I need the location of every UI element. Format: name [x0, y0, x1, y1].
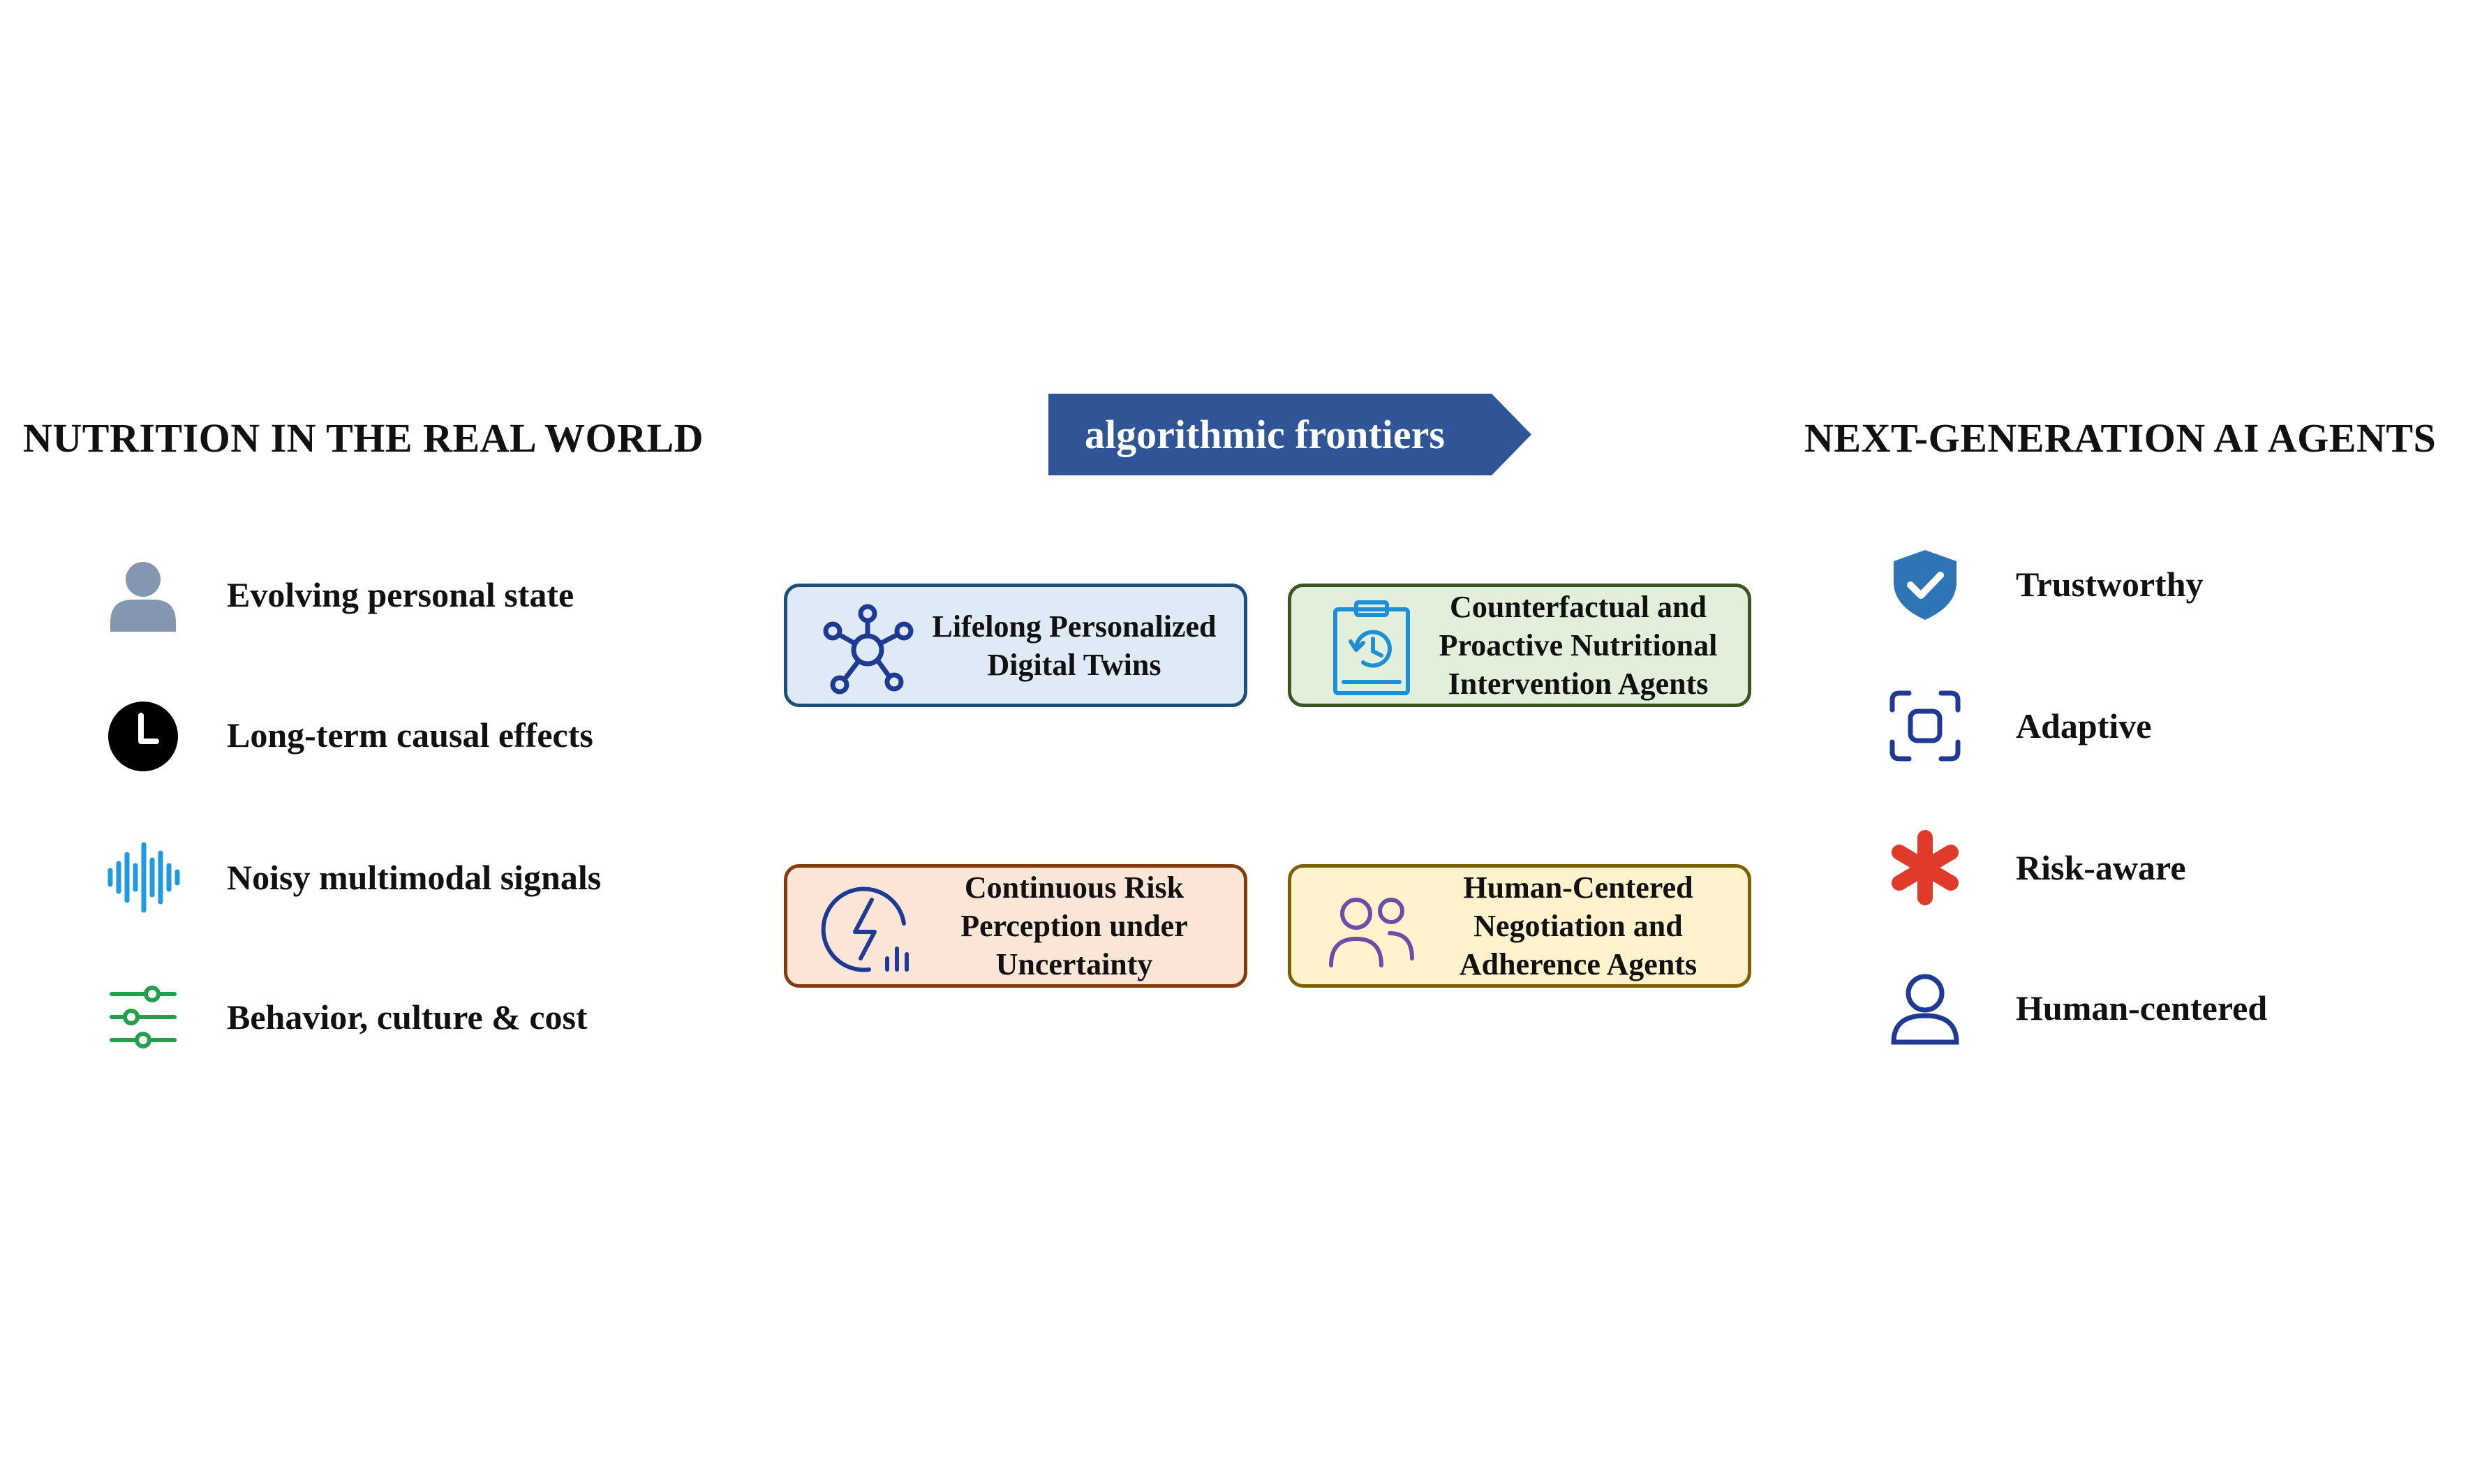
- card-human-centered-negotiation-agents: Human-Centered Negotiation and Adherence…: [1288, 864, 1751, 988]
- feature-label: Human-centered: [2016, 988, 2268, 1027]
- feature-label: Behavior, culture & cost: [227, 997, 588, 1037]
- feature-label: Risk-aware: [2016, 848, 2186, 887]
- card-label-line: Uncertainty: [995, 947, 1153, 981]
- card-continuous-risk-perception: Continuous Risk Perception under Uncerta…: [784, 864, 1247, 988]
- card-label-line: Digital Twins: [987, 647, 1161, 682]
- card-label-line: Adherence Agents: [1459, 947, 1698, 981]
- waveform-icon: [105, 839, 181, 916]
- algorithmic-frontiers-banner: algorithmic frontiers: [1048, 394, 1531, 475]
- card-lifelong-digital-twins: Lifelong Personalized Digital Twins: [784, 584, 1247, 707]
- network-icon: [819, 600, 916, 697]
- card-label-line: Perception under: [960, 909, 1188, 943]
- user-outline-icon: [1887, 970, 1963, 1046]
- card-label-line: Counterfactual and: [1450, 590, 1707, 624]
- banner-label: algorithmic frontiers: [1085, 412, 1445, 457]
- asterisk-icon: [1887, 829, 1963, 906]
- clipboard-history-icon: [1323, 600, 1420, 697]
- feature-label: Evolving personal state: [227, 575, 574, 614]
- feature-label: Long-term causal effects: [227, 715, 593, 755]
- card-label-line: Intervention Agents: [1448, 667, 1709, 701]
- person-icon: [105, 556, 181, 633]
- focus-frame-icon: [1887, 688, 1963, 764]
- lightning-chart-icon: [819, 880, 916, 978]
- card-label-line: Continuous Risk: [964, 870, 1184, 905]
- right-column-heading: NEXT-GENERATION AI AGENTS: [1804, 415, 2437, 461]
- banner-arrow-shape: [1048, 394, 1531, 475]
- sliders-icon: [105, 979, 181, 1055]
- users-icon: [1323, 880, 1420, 978]
- card-label-line: Human-Centered: [1463, 870, 1693, 905]
- clock-icon: [105, 697, 181, 773]
- feature-label: Trustworthy: [2016, 565, 2204, 604]
- card-label-line: Negotiation and: [1473, 909, 1683, 943]
- card-counterfactual-intervention-agents: Counterfactual and Proactive Nutritional…: [1288, 584, 1751, 707]
- card-label: Continuous Risk Perception under Uncerta…: [913, 868, 1235, 984]
- feature-label: Noisy multimodal signals: [227, 858, 602, 897]
- card-label: Counterfactual and Proactive Nutritional…: [1417, 587, 1739, 704]
- card-label: Human-Centered Negotiation and Adherence…: [1417, 868, 1739, 984]
- left-column-heading: NUTRITION IN THE REAL WORLD: [23, 415, 704, 461]
- card-label: Lifelong Personalized Digital Twins: [913, 587, 1235, 704]
- card-label-line: Lifelong Personalized: [932, 609, 1217, 644]
- shield-check-icon: [1887, 546, 1963, 623]
- card-label-line: Proactive Nutritional: [1439, 628, 1718, 662]
- feature-label: Adaptive: [2016, 706, 2152, 745]
